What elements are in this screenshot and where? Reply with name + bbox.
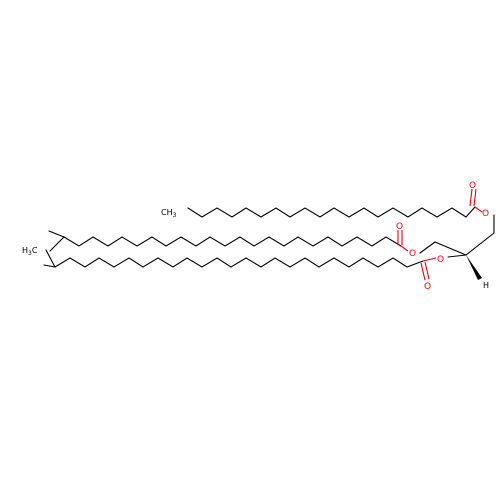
chain-2-bonds <box>48 230 495 256</box>
stereo-wedge-bond <box>466 255 482 280</box>
carbonyl-oxygen-2-label: O <box>396 222 403 232</box>
carbonyl-oxygen-1-label: O <box>469 181 476 191</box>
ch3-terminal-label: CH3 <box>161 208 177 219</box>
carbonyl-oxygen-3-label: O <box>424 282 431 292</box>
ester-oxygen-1-label: O <box>482 209 489 219</box>
ester-oxygen-2-label: O <box>409 249 416 259</box>
ester-oxygen-3-label: O <box>437 255 444 265</box>
stereo-hydrogen-label: H <box>483 281 489 290</box>
chain-1-bonds <box>187 188 495 234</box>
h3c-terminal-label: H3C <box>22 246 38 257</box>
chain-3-bonds <box>43 249 467 281</box>
